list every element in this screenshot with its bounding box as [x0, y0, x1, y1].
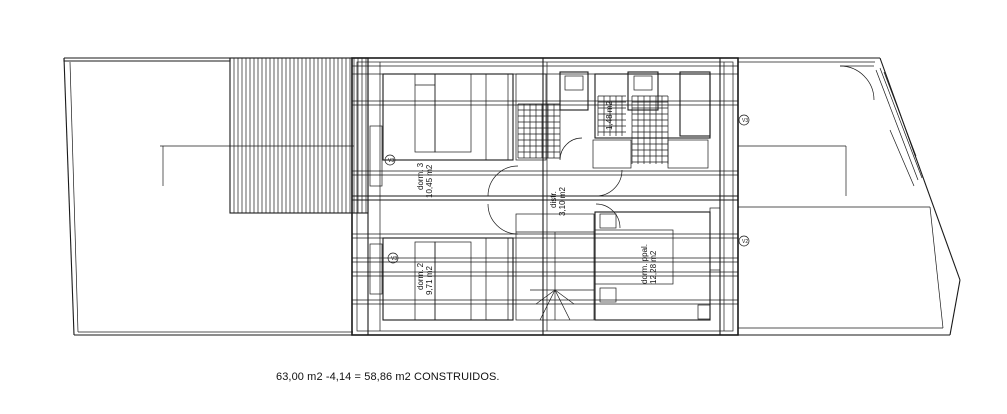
room-name-dormppal: dorm. ppal.: [640, 244, 649, 284]
angled-window: [875, 67, 923, 187]
window-tag-1-text: V3: [388, 158, 394, 164]
staircase: [516, 231, 594, 321]
doors: [487, 65, 875, 235]
room-label-dorm2: dorm. 2 9,71 m2: [416, 262, 434, 295]
window-tag-4: V3: [387, 252, 399, 264]
room-area-dorm3: 10,45 m2: [425, 164, 434, 198]
window-tag-4-text: V3: [391, 256, 397, 262]
room-area-distr: 3,10 m2: [558, 187, 567, 216]
window-tag-3: V2: [738, 235, 750, 247]
room-label-bath1: 1,48 m2: [605, 101, 614, 130]
room-name-dorm3: dorm. 3: [416, 162, 425, 190]
constructed-area-summary: 63,00 m2 -4,14 = 58,86 m2 CONSTRUIDOS.: [276, 371, 500, 383]
window-tag-2: V3: [738, 114, 750, 126]
room-name-distr: distr.: [549, 191, 558, 208]
furniture: [369, 71, 721, 321]
bathroom-tiles: [517, 95, 669, 164]
window-tag-1: V3: [384, 154, 396, 166]
hatched-terrace-strip: [229, 57, 369, 214]
room-area-dormppal: 12,28 m2: [649, 250, 658, 284]
room-label-distr: distr. 3,10 m2: [549, 187, 567, 216]
window-tag-2-text: V3: [742, 118, 748, 124]
window-tag-3-text: V2: [742, 239, 748, 245]
room-label-dormppal: dorm. ppal. 12,28 m2: [640, 244, 658, 284]
room-label-dorm3: dorm. 3 10,45 m2: [416, 162, 434, 198]
room-name-dorm2: dorm. 2: [416, 262, 425, 290]
room-area-dorm2: 9,71 m2: [425, 266, 434, 295]
room-area-bath1: 1,48 m2: [605, 101, 614, 130]
